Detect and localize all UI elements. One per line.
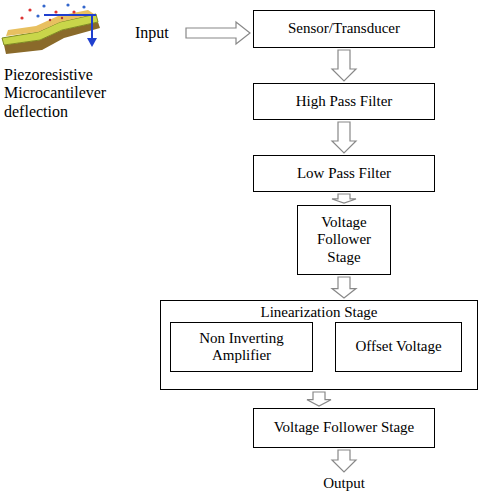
process-box: Non Inverting Amplifier [170, 322, 313, 372]
process-box: Voltage Follower Stage [253, 408, 435, 448]
block-arrow [332, 122, 356, 153]
box-label: Non Inverting Amplifier [177, 330, 306, 365]
io-label: Output [314, 475, 374, 492]
block-arrow [307, 392, 331, 406]
group-box: Linearization StageNon Inverting Amplifi… [160, 300, 478, 390]
box-label: Sensor/Transducer [288, 20, 400, 37]
output-arrow [332, 450, 356, 472]
process-box: High Pass Filter [253, 83, 435, 120]
block-arrow [332, 277, 356, 298]
box-label: Voltage Follower Stage [304, 214, 384, 266]
box-label: High Pass Filter [296, 93, 393, 110]
block-arrow [332, 50, 356, 81]
process-box: Low Pass Filter [253, 155, 435, 192]
box-label: Low Pass Filter [297, 165, 391, 182]
input-arrow [186, 22, 250, 44]
box-label: Offset Voltage [355, 338, 441, 355]
io-label: Input [135, 24, 187, 42]
process-box: Voltage Follower Stage [297, 205, 391, 275]
process-box: Offset Voltage [335, 322, 462, 372]
cantilever-illustration [2, 3, 100, 54]
figure-caption: Piezoresistive Microcantilever deflectio… [4, 66, 126, 121]
process-box: Sensor/Transducer [253, 10, 435, 48]
box-label: Voltage Follower Stage [274, 419, 415, 436]
block-arrow [332, 194, 356, 203]
group-heading: Linearization Stage [161, 304, 477, 321]
